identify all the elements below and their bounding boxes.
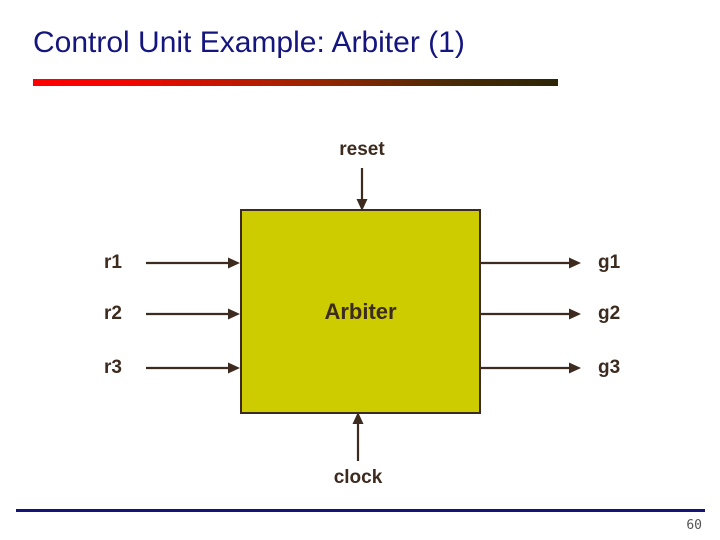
arbiter-block: Arbiter	[240, 209, 481, 414]
port-label-g3: g3	[598, 357, 621, 378]
port-label-g2: g2	[598, 303, 621, 324]
arbiter-block-label: Arbiter	[324, 298, 397, 324]
wire-r3	[146, 362, 240, 374]
page-number: 60	[686, 518, 702, 533]
port-label-r3: r3	[104, 357, 122, 378]
footer-rule	[16, 509, 705, 512]
wire-g1	[481, 257, 581, 269]
wire-g3	[481, 362, 581, 374]
page-title: Control Unit Example: Arbiter (1)	[33, 26, 465, 59]
wire-r1	[146, 257, 240, 269]
wire-reset	[356, 168, 368, 211]
title-underline-rule	[33, 79, 558, 86]
port-label-g1: g1	[598, 252, 621, 273]
port-label-clock: clock	[333, 467, 383, 488]
wire-g2	[481, 308, 581, 320]
port-label-reset: reset	[339, 139, 385, 160]
port-label-r1: r1	[104, 252, 122, 273]
port-label-r2: r2	[104, 303, 122, 324]
wire-r2	[146, 308, 240, 320]
wire-clock	[352, 412, 364, 461]
